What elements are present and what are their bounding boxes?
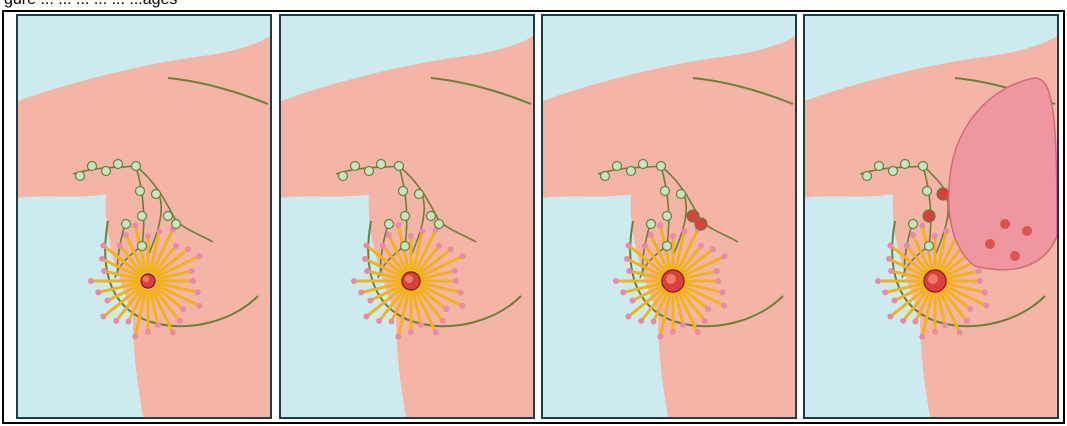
lymph-node xyxy=(863,172,872,181)
lymph-node xyxy=(136,187,145,196)
lymph-node xyxy=(919,162,928,171)
lymph-node xyxy=(339,172,348,181)
lymph-node xyxy=(172,220,181,229)
lymph-node xyxy=(102,167,111,176)
stage-panel-2 xyxy=(279,14,535,419)
lymph-node xyxy=(677,190,686,199)
stage-panel-4 xyxy=(803,14,1059,419)
lymph-node xyxy=(401,242,410,251)
breast-anatomy-illustration xyxy=(805,16,1057,417)
lymph-node xyxy=(435,220,444,229)
breast-anatomy-illustration xyxy=(281,16,533,417)
figure-caption: gure ... ... ... ... ... ...ages xyxy=(4,0,177,9)
lymph-node xyxy=(923,187,932,196)
lymph-node xyxy=(114,160,123,169)
tumor-highlight xyxy=(405,275,413,283)
lymph-node xyxy=(401,212,410,221)
tumor-spot xyxy=(985,239,995,249)
tumor-spot xyxy=(1010,251,1020,261)
lymph-node xyxy=(415,190,424,199)
affected-lymph-node xyxy=(937,188,949,200)
tumor-highlight xyxy=(143,276,149,282)
stage-panel-3 xyxy=(541,14,797,419)
affected-lymph-node xyxy=(923,210,935,222)
lymph-node xyxy=(399,187,408,196)
lymph-node xyxy=(909,220,918,229)
lymph-node xyxy=(76,172,85,181)
breast-anatomy-illustration xyxy=(543,16,795,417)
lymph-node xyxy=(395,162,404,171)
stage-panel-1 xyxy=(16,14,272,419)
lymph-node xyxy=(427,212,436,221)
lymph-node xyxy=(122,220,131,229)
lymph-node xyxy=(138,212,147,221)
lymph-node xyxy=(657,162,666,171)
lymph-node xyxy=(663,242,672,251)
affected-lymph-node xyxy=(695,218,707,230)
tumor-spot xyxy=(1000,219,1010,229)
lymph-node xyxy=(351,162,360,171)
lymph-node xyxy=(661,187,670,196)
lymph-node xyxy=(377,160,386,169)
lymph-node xyxy=(901,160,910,169)
lymph-node xyxy=(889,167,898,176)
lymph-node xyxy=(164,212,173,221)
lymph-node xyxy=(601,172,610,181)
lymph-node xyxy=(875,162,884,171)
lymph-node xyxy=(925,242,934,251)
lymph-node xyxy=(663,212,672,221)
lymph-node xyxy=(138,242,147,251)
lymph-node xyxy=(639,160,648,169)
lymph-node xyxy=(132,162,141,171)
tumor-spot xyxy=(1022,226,1032,236)
lymph-node xyxy=(365,167,374,176)
lymph-node xyxy=(385,220,394,229)
lymph-node xyxy=(627,167,636,176)
lymph-node xyxy=(88,162,97,171)
breast-anatomy-illustration xyxy=(18,16,270,417)
lymph-node xyxy=(152,190,161,199)
tumor-highlight xyxy=(666,274,676,284)
tumor-highlight xyxy=(928,274,938,284)
lymph-node xyxy=(613,162,622,171)
lymph-node xyxy=(647,220,656,229)
